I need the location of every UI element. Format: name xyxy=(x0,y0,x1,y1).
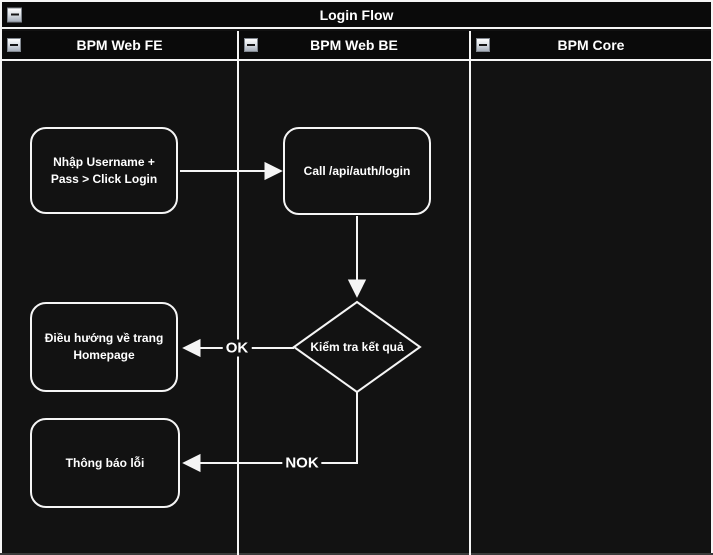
lane-title-bpm-web-fe: BPM Web FE xyxy=(76,37,163,53)
lane-title-bpm-web-be: BPM Web BE xyxy=(310,37,398,53)
node-call-login-api[interactable]: Call /api/auth/login xyxy=(283,127,431,215)
pool-border-left xyxy=(0,0,2,555)
edge-check-nok[interactable] xyxy=(182,392,358,473)
collapse-lane-be-icon[interactable] xyxy=(244,38,258,52)
collapse-lane-fe-icon[interactable] xyxy=(7,38,21,52)
edge-label-nok[interactable]: NOK xyxy=(282,454,322,472)
pool-titlebar[interactable]: Login Flow xyxy=(2,2,711,29)
pool-border-right xyxy=(711,0,713,555)
collapse-pool-icon[interactable] xyxy=(7,7,22,22)
minus-glyph xyxy=(10,13,19,16)
node-enter-credentials[interactable]: Nhập Username + Pass > Click Login xyxy=(30,127,178,214)
node-redirect-homepage[interactable]: Điều hướng về trang Homepage xyxy=(30,302,178,392)
lane-header-bpm-web-fe[interactable]: BPM Web FE xyxy=(2,31,237,61)
decision-check-result-label: Kiểm tra kết quả xyxy=(310,340,404,354)
pool-border-top xyxy=(0,0,713,2)
decision-check-result[interactable] xyxy=(292,300,422,394)
pool-title: Login Flow xyxy=(319,6,394,23)
lane-separator-fe-be xyxy=(237,31,239,555)
collapse-lane-core-icon[interactable] xyxy=(476,38,490,52)
lane-header-bpm-core[interactable]: BPM Core xyxy=(471,31,711,61)
lane-title-bpm-core: BPM Core xyxy=(557,37,625,53)
minus-glyph xyxy=(479,44,487,46)
minus-glyph xyxy=(10,44,18,46)
node-error-message[interactable]: Thông báo lỗi xyxy=(30,418,180,508)
lane-separator-be-core xyxy=(469,31,471,555)
lane-header-bpm-web-be[interactable]: BPM Web BE xyxy=(239,31,469,61)
pool-border-bottom xyxy=(0,553,713,555)
edge-label-ok[interactable]: OK xyxy=(222,339,252,357)
minus-glyph xyxy=(247,44,255,46)
